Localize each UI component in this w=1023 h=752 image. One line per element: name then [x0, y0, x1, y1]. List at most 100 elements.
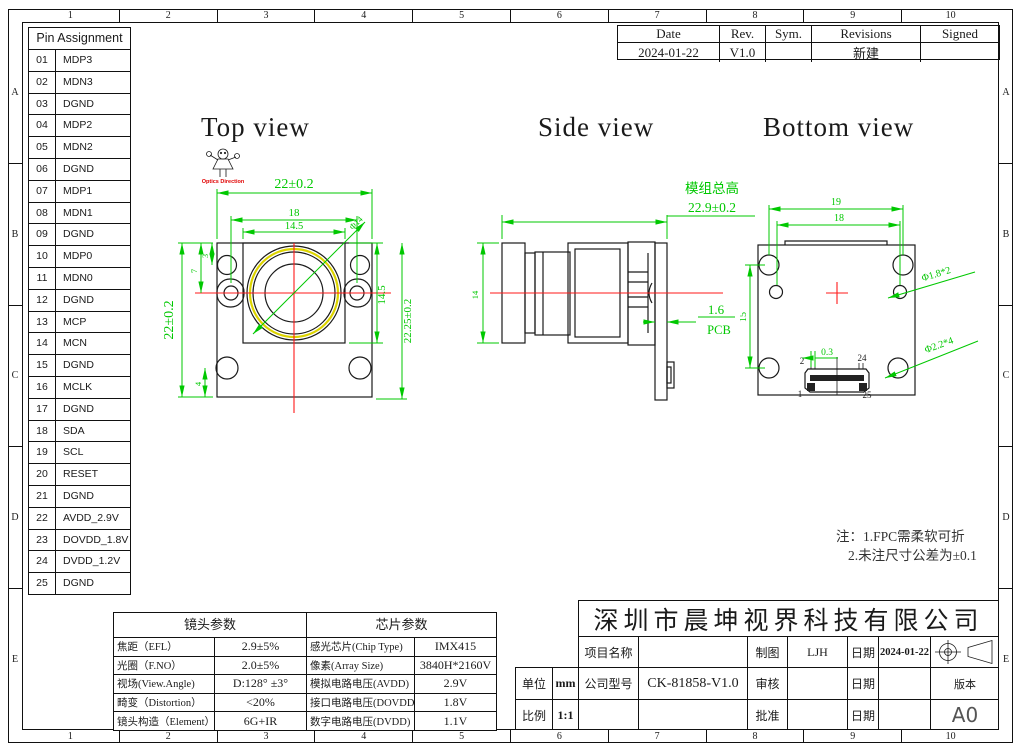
- pin-number: 21: [29, 485, 56, 507]
- chip-param-value: 2.9V: [414, 674, 496, 693]
- coord-label: 5: [412, 730, 510, 743]
- dim-top-width-inner: 14.5: [285, 221, 303, 232]
- pin-signal-name: MDP1: [63, 184, 93, 197]
- pin-row: 04 MDP2: [29, 115, 130, 138]
- optics-direction-label: Optics Direction: [202, 179, 245, 185]
- dim-top-offset-4: 4: [193, 381, 203, 386]
- drawing-notes: 注：1.FPC需柔软可折 2.未注尺寸公差为±0.1: [836, 527, 977, 565]
- model-value: CK-81858-V1.0: [638, 667, 747, 699]
- rev-entry-rev: V1.0: [720, 43, 766, 62]
- lens-param-value: 2.9±5%: [214, 637, 306, 656]
- rev-entry-sym: [766, 43, 812, 62]
- pin-signal-name: MDP2: [63, 119, 93, 132]
- coord-label: A: [1002, 86, 1010, 98]
- pin-signal-name: MCN: [63, 337, 87, 350]
- pin-signal-name: MDN3: [63, 75, 93, 88]
- chip-param-label: 数字电路电压(DVDD): [306, 711, 414, 730]
- dim-top-height-inner: 14.5: [376, 285, 388, 305]
- pin-signal-name: MCP: [63, 315, 87, 328]
- lens-params-header: 镜头参数: [183, 617, 236, 632]
- coord-label: 6: [509, 9, 608, 22]
- coord-label: B: [8, 162, 22, 305]
- chip-param-value: 1.8V: [414, 692, 496, 712]
- rev-header-revisions: Revisions: [812, 26, 921, 42]
- pin-row: 10 MDP0: [29, 246, 130, 268]
- pin-number: 19: [29, 442, 56, 464]
- pin-signal-name: SCL: [63, 446, 84, 459]
- side-module-height-label: 模组总高: [685, 180, 739, 196]
- first-angle-projection-icon: [935, 639, 993, 665]
- pin-signal-name: AVDD_2.9V: [63, 511, 119, 524]
- coord-label: 5: [412, 9, 510, 22]
- connector-pin-numbers: 2 24 1 25: [798, 353, 872, 400]
- pin-row: 05 MDN2: [29, 137, 130, 159]
- chip-param-label: 像素(Array Size): [306, 655, 414, 675]
- pin-signal-name: DGND: [63, 293, 94, 306]
- pin-signal-name: MDP0: [63, 250, 93, 263]
- pin-row: 20 RESET: [29, 464, 130, 486]
- pin-number: 24: [29, 551, 56, 573]
- side-view-dimensions: 模组总高 22.9±0.2 14 1.6 PCB: [470, 180, 755, 344]
- drafter-label: 制图: [747, 636, 787, 667]
- pin-row: 17 DGND: [29, 398, 130, 421]
- pin-number: 05: [29, 137, 56, 158]
- coord-label: C: [999, 304, 1013, 447]
- dim-bottom-hole-large: Φ2.2*4: [923, 335, 955, 356]
- pin-table-title: Pin Assignment: [29, 28, 130, 50]
- lens-param-label: 光圈（F.NO）: [114, 655, 214, 675]
- coord-label: 6: [509, 730, 608, 743]
- model-label: 公司型号: [578, 667, 638, 699]
- pin-row: 15 DGND: [29, 355, 130, 377]
- pin-signal-name: RESET: [63, 468, 99, 481]
- pin-number: 25: [29, 573, 56, 594]
- pin-number: 11: [29, 267, 56, 289]
- drafter-value: LJH: [787, 636, 847, 667]
- rev-entry-revisions: 新建: [812, 43, 921, 62]
- check-date-value: [878, 667, 930, 699]
- dim-top-diameter: Φ14: [347, 214, 365, 232]
- title-block: 深圳市晨坤视界科技有限公司 项目名称 制图 LJH 日期 2024-01-22 …: [515, 600, 999, 730]
- pin-number: 12: [29, 289, 56, 311]
- chip-param-label: 模拟电路电压(AVDD): [306, 674, 414, 693]
- coord-label: C: [8, 304, 22, 447]
- draft-date-value: 2024-01-22: [878, 636, 930, 667]
- coord-label: D: [999, 446, 1013, 588]
- pin-signal-name: DGND: [63, 402, 94, 415]
- pin-signal-name: DVDD_1.2V: [63, 555, 121, 568]
- pin-row: 01 MDP3: [29, 50, 130, 72]
- scale-value: 1:1: [552, 699, 578, 730]
- rev-header-signed: Signed: [941, 26, 979, 41]
- pin-signal-name: DGND: [63, 97, 94, 110]
- pin-number: 22: [29, 507, 56, 529]
- bottom-view-dimensions: 19 18 15 0.3 Φ1.8*2 Φ2.2*4: [740, 197, 979, 379]
- coord-label: 10: [901, 730, 999, 743]
- pin-number: 08: [29, 202, 56, 224]
- chip-param-value: IMX415: [414, 637, 496, 656]
- coord-label: A: [11, 86, 19, 98]
- rev-header-sym: Sym.: [766, 26, 812, 42]
- pin-row: 07 MDP1: [29, 180, 130, 203]
- lens-param-label: 镜头构造（Element）: [114, 711, 214, 730]
- version-label: 版本: [930, 667, 999, 699]
- pin-row: 22 AVDD_2.9V: [29, 507, 130, 530]
- pin-signal-name: MDP3: [63, 54, 93, 66]
- bottom-view-title: Bottom view: [763, 112, 915, 142]
- bottom-view-drawing: 2 24 1 25 19 18 15 0.3 Φ1.8*2: [740, 197, 979, 400]
- lens-param-label: 畸变（Distortion）: [114, 692, 214, 712]
- coord-label: 9: [803, 9, 901, 22]
- lens-param-value: 6G+IR: [214, 711, 306, 730]
- dim-top-width-mid: 18: [289, 207, 301, 219]
- lens-param-label: 焦距（EFL）: [114, 637, 214, 656]
- dim-bottom-pin-pitch: 0.3: [821, 348, 833, 358]
- pin-number: 03: [29, 93, 56, 115]
- scale-label: 比例: [515, 699, 552, 730]
- project-name-value: [638, 636, 747, 667]
- dim-side-total-height: 22.9±0.2: [688, 200, 736, 215]
- pin-callout-2: 2: [800, 356, 805, 366]
- dim-top-width-outer: 22±0.2: [274, 177, 313, 192]
- pin-number: 04: [29, 115, 56, 137]
